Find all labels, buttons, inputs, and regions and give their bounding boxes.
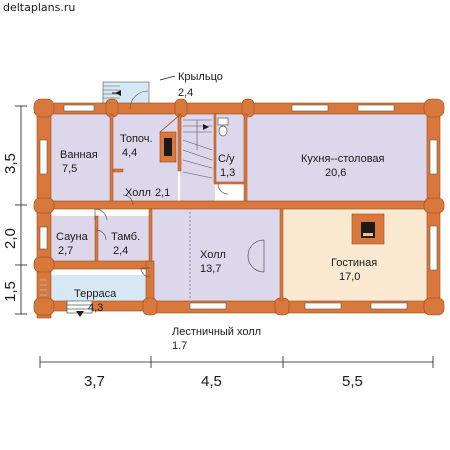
- door-bath: [94, 208, 108, 221]
- chimney-diagonal: [159, 113, 182, 133]
- hall-name: Холл: [200, 249, 226, 261]
- door-sauna: [95, 229, 107, 241]
- wc-fixtures: [217, 117, 229, 137]
- living-area: 17,0: [339, 271, 360, 283]
- partition-furnace-stairs: [177, 113, 182, 172]
- watermark: deltaplans.ru: [3, 1, 75, 14]
- staircase: [182, 119, 213, 179]
- dimension-height-3: 1,5: [2, 281, 19, 302]
- stair-arrow: [203, 124, 209, 130]
- porch-name: Крыльцо: [178, 71, 223, 83]
- dimension-width-3: 5,5: [342, 373, 363, 390]
- dimension-width-1: 3,7: [84, 373, 105, 390]
- door-furnace: [122, 194, 134, 206]
- cross-wall-1: [36, 200, 441, 210]
- sauna-floor: [51, 216, 95, 261]
- partition-vestibule: [148, 208, 153, 262]
- windows: [39, 104, 438, 310]
- window-west-sauna: [39, 226, 48, 250]
- porch-steps: [103, 85, 149, 110]
- dimension-width-2: 4,5: [201, 373, 222, 390]
- hall-area: 13,7: [200, 263, 221, 275]
- hall-floor: [152, 209, 281, 301]
- terrace-name: Терраса: [74, 288, 117, 300]
- doors: [94, 183, 265, 278]
- vestibule-floor: [98, 216, 149, 261]
- dimension-height-1: 3,5: [2, 153, 19, 174]
- stair-hall-area: 1.7: [172, 340, 187, 352]
- bath-floor: [51, 114, 110, 201]
- door-vestibule: [140, 267, 151, 278]
- furnace-stove: [159, 131, 177, 163]
- window-west-bath: [39, 139, 48, 175]
- sauna-area: 2,7: [58, 245, 73, 257]
- wc-name: С/у: [218, 153, 235, 165]
- partition-wc-left: [213, 113, 217, 185]
- partition-hall-living: [279, 208, 284, 302]
- small-hall-area: 2,1: [155, 187, 170, 199]
- bath-area: 7,5: [62, 163, 77, 175]
- stair-hall-name: Лестничный холл: [172, 326, 261, 338]
- partition-wc-bottom: [215, 181, 245, 185]
- door-wc: [217, 183, 229, 195]
- window-bath-north: [63, 104, 95, 112]
- window-south-living-1: [304, 302, 342, 310]
- terrace-area: 4,3: [88, 302, 103, 314]
- dimension-lines: [15, 105, 434, 368]
- room-labels: Крыльцо 2,4 Ванная 7,5 Топоч. 4,4 С/у 1,…: [56, 71, 385, 352]
- terrace-steps: [66, 300, 93, 314]
- fireplace: [351, 213, 385, 245]
- window-east-living: [429, 225, 438, 271]
- furnace-area: 4,4: [122, 147, 137, 159]
- window-kitchen-north-1: [291, 104, 329, 112]
- room-floors: [51, 81, 427, 301]
- wc-area: 1,3: [220, 167, 235, 179]
- window-east-kitchen: [429, 139, 438, 175]
- porch-leader: [159, 75, 176, 81]
- partition-kitchen: [243, 113, 248, 202]
- sauna-name: Сауна: [56, 231, 89, 243]
- partition-furnace-hall: [112, 168, 124, 173]
- terrace-balusters: [40, 279, 47, 296]
- partition-bath-furnace: [109, 113, 114, 202]
- log-ends: [33, 98, 445, 316]
- vestibule-name: Тамб.: [111, 231, 140, 243]
- window-kitchen-north-2: [357, 104, 395, 112]
- window-south-hall: [189, 302, 227, 310]
- dimension-height-2: 2,0: [2, 228, 19, 249]
- terrace-floor: [51, 275, 146, 301]
- small-hall-name: Холл: [125, 187, 151, 199]
- door-hall-living: [247, 239, 265, 273]
- interior-partitions: [94, 113, 284, 302]
- kitchen-name: Кухня--столовая: [301, 153, 385, 165]
- wc-floor: [216, 114, 244, 184]
- partition-sauna: [94, 215, 99, 262]
- window-south-living-2: [370, 302, 408, 310]
- bath-name: Ванная: [60, 149, 98, 161]
- vestibule-area: 2,4: [113, 245, 128, 257]
- porch-area: 2,4: [178, 87, 193, 99]
- small-hall-floor: [113, 171, 178, 201]
- furnace-name: Топоч.: [120, 133, 153, 145]
- kitchen-floor: [247, 114, 427, 201]
- living-name: Гостиная: [331, 257, 377, 269]
- stair-landing-floor: [180, 114, 215, 209]
- kitchen-area: 20,6: [325, 167, 346, 179]
- terrace-entry-arrow: [76, 311, 84, 317]
